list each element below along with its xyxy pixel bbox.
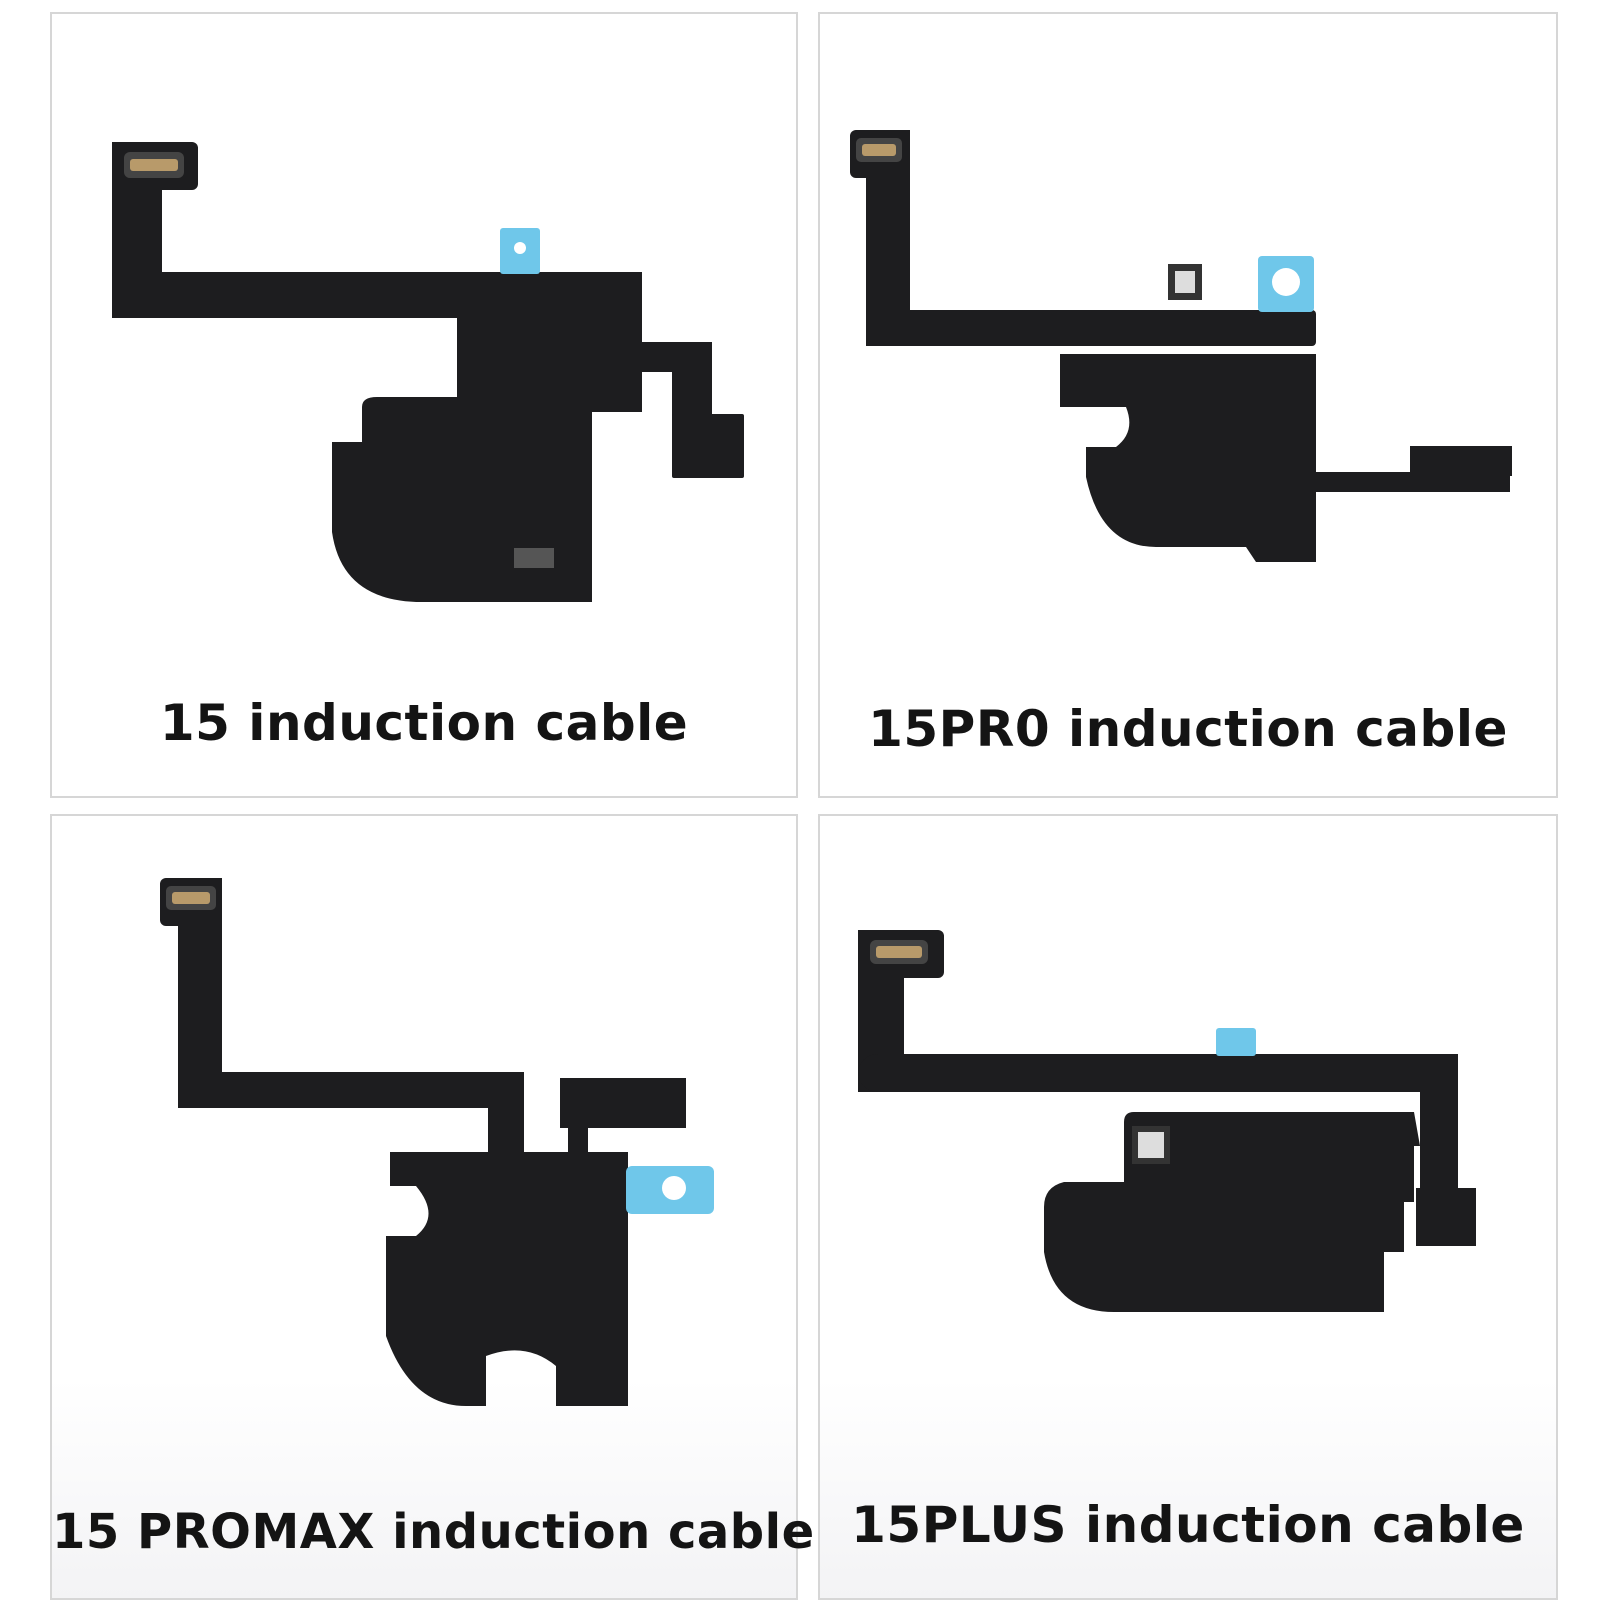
product-caption: 15 induction cable (159, 694, 689, 752)
product-caption: 15 PROMAX induction cable (52, 1504, 815, 1560)
product-panel-15plus: 15PLUS induction cable (818, 814, 1558, 1600)
product-panel-15promax: 15 PROMAX induction cable (50, 814, 815, 1600)
product-panel-15pro: 15PR0 induction cable (818, 12, 1558, 798)
product-caption: 15PR0 induction cable (868, 700, 1508, 758)
induction-cable-image-15plus (858, 930, 1476, 1312)
induction-cable-image-15 (112, 142, 744, 602)
induction-cable-image-15promax (160, 878, 714, 1406)
product-panel-15: 15 induction cable (50, 12, 798, 798)
induction-cable-image-15pro (850, 130, 1512, 562)
product-caption: 15PLUS induction cable (851, 1496, 1525, 1554)
